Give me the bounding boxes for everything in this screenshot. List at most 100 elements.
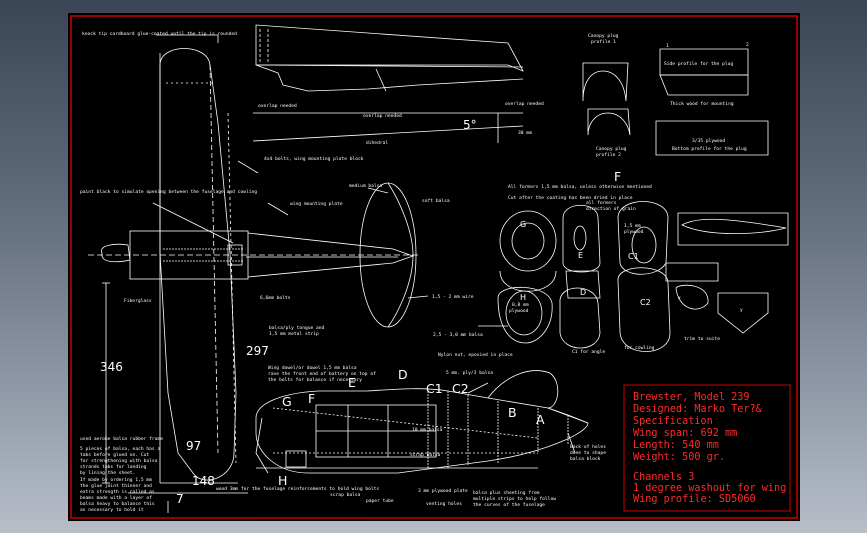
label-sub-9: extra strength is called as bbox=[80, 489, 155, 495]
former-D: D bbox=[580, 288, 586, 297]
label-sub-10: beams made with a layer of bbox=[80, 495, 152, 501]
label-plywood-35: 3/35 plywood bbox=[692, 138, 725, 144]
label-sub-1: used aerobe balsa rubber frame bbox=[80, 436, 163, 442]
label-ply-15b: plywood bbox=[624, 229, 644, 235]
title-line-6: Weight: 500 gr. bbox=[633, 452, 725, 463]
label-tongue-2: 1,5 mm metal strip bbox=[269, 331, 319, 337]
label-wing-dowel-1: Wing dowel/or dowel 1,5 mm balsa bbox=[268, 365, 357, 371]
former-H: H bbox=[520, 293, 526, 302]
label-formers-4: direction of grain bbox=[586, 206, 636, 212]
label-thick-wood: Thick wood for mounting bbox=[670, 101, 734, 107]
label-wire: 1,5 - 2 mm wire bbox=[432, 294, 474, 300]
label-medium-balsa: medium balsa bbox=[349, 183, 382, 189]
label-overlap-3: overlap needed bbox=[505, 101, 544, 107]
label-canopy-plug-1b: profile 1 bbox=[591, 39, 616, 45]
label-wing-block-2: wood 3mm for the fuselage reinforcements… bbox=[216, 486, 379, 492]
dim-346: 346 bbox=[100, 360, 123, 374]
fuselage-side-view bbox=[255, 370, 589, 474]
label-scrap-balsa: scrap balsa bbox=[410, 452, 441, 458]
label-sub-7: If made by ordering 1,5 mm bbox=[80, 477, 152, 483]
label-venting: venting holes bbox=[426, 501, 462, 507]
label-canopy-plug-1: Canopy plug bbox=[588, 33, 619, 39]
wing-planform bbox=[156, 34, 237, 483]
label-fiberglass: Fiberglass bbox=[124, 298, 152, 304]
formers bbox=[497, 201, 789, 352]
former-G: G bbox=[520, 220, 526, 229]
station-C1: C1 bbox=[426, 381, 443, 396]
former-y: y bbox=[740, 308, 743, 313]
label-tail-holes-3: balsa block bbox=[570, 456, 601, 462]
red-border bbox=[70, 15, 798, 519]
title-line-9: Wing profile: SD5060 bbox=[633, 494, 756, 505]
former-x: x bbox=[678, 296, 681, 301]
title-line-8: 1 degree washout for wing bbox=[633, 483, 786, 494]
title-line-2: Designed: Marko Ter?& bbox=[633, 404, 763, 415]
former-F: F bbox=[614, 169, 621, 184]
label-ply-15: 1,5 mm bbox=[624, 223, 641, 229]
label-side-profile: Side profile for the plug bbox=[664, 61, 733, 67]
title-line-5: Length: 540 mm bbox=[633, 440, 719, 451]
station-D: D bbox=[398, 367, 408, 382]
station-G: G bbox=[282, 394, 292, 409]
label-h-ply2: plywood bbox=[509, 308, 529, 314]
label-mount-bolts: 4x4 bolts, wing mounting plate block bbox=[264, 156, 364, 162]
wing-front-view bbox=[252, 24, 524, 143]
label-formers-1: All formers 1,5 mm balsa, unless otherwi… bbox=[508, 184, 652, 190]
label-top-note: knock tip cardboard glue-coated until th… bbox=[82, 31, 237, 37]
label-wing-dowel-2: rave the front end of battery on top of bbox=[268, 371, 376, 377]
dim-148: 148 bbox=[192, 474, 215, 488]
canopy-plug-profiles bbox=[582, 48, 769, 156]
fuselage-top-view bbox=[88, 230, 418, 280]
label-sheeting-1: balsa plus sheeting from bbox=[473, 490, 540, 496]
label-soft-balsa: soft balsa bbox=[422, 198, 450, 204]
label-c1-angle: C1 for angle bbox=[572, 349, 605, 355]
label-mounting-plate: wing mounting plate bbox=[290, 201, 343, 207]
drawing-sheet: knock tip cardboard glue-coated until th… bbox=[68, 13, 800, 521]
label-6mm-bolts: 6,6mm bolts bbox=[260, 295, 291, 301]
label-tail-holes-1: Back of holes bbox=[570, 444, 606, 450]
label-sub-11: balsa heavy to balance this bbox=[80, 501, 155, 507]
label-canopy-plug-2: Canopy plug bbox=[596, 146, 627, 152]
label-10mm-balsa: 10 mm balsa bbox=[412, 427, 443, 433]
label-sub-3: tabs before glued on. Cut bbox=[80, 452, 149, 458]
label-sub-4: for strengthening with balsa bbox=[80, 458, 158, 464]
title-line-4: Wing span: 692 mm bbox=[633, 428, 737, 439]
former-C1: C1 bbox=[628, 252, 639, 261]
station-E: E bbox=[348, 375, 356, 390]
station-H: H bbox=[278, 473, 287, 488]
label-formers-3: all formers bbox=[586, 200, 617, 206]
label-nylon-plate: 3 mm plywood plate bbox=[418, 488, 468, 494]
label-tongue-1: balsa/ply tongue and bbox=[269, 325, 325, 331]
fuselage-side-section bbox=[246, 182, 417, 328]
label-sub-5: strands tabs for landing bbox=[80, 464, 147, 470]
label-scrap-balsa-2: scrap balsa bbox=[330, 492, 361, 498]
label-nylon-nut: Nylon nut, epoxied in place bbox=[438, 352, 513, 358]
dim-97: 97 bbox=[186, 439, 201, 453]
title-line-7: Channels 3 bbox=[633, 472, 694, 483]
station-C2: C2 bbox=[452, 381, 469, 396]
label-30mm: 30 mm bbox=[518, 130, 532, 136]
label-sub-6: by lining the sheet. bbox=[80, 470, 135, 476]
label-canopy-plug-2b: profile 2 bbox=[596, 152, 621, 158]
title-line-3: Specification bbox=[633, 416, 713, 427]
label-wing-dowel-3: the bolts for balance if necessary bbox=[268, 377, 362, 383]
label-n1: 1 bbox=[666, 43, 669, 49]
label-formers-2: Cut after the coating has been dried in … bbox=[508, 195, 633, 201]
title-line-1: Brewster, Model 239 bbox=[633, 392, 750, 403]
label-tail-holes-2: done to shape bbox=[570, 450, 606, 456]
station-A: A bbox=[536, 412, 545, 427]
label-balsa-25: 2,5 - 3,0 mm balsa bbox=[433, 332, 483, 338]
dim-297: 297 bbox=[246, 344, 269, 358]
former-C2: C2 bbox=[640, 298, 651, 307]
label-ply-5mm: 5 mm. ply/3 balsa bbox=[446, 370, 493, 376]
label-trim: trim to suite bbox=[684, 336, 720, 342]
label-dihedral: dihedral bbox=[366, 140, 388, 146]
station-B: B bbox=[508, 405, 517, 420]
drawing-annotations: knock tip cardboard glue-coated until th… bbox=[80, 31, 749, 513]
label-cowling: for cowling bbox=[624, 345, 655, 351]
label-sub-12: as necessary to hold it bbox=[80, 507, 144, 513]
label-bottom-profile: Bottom profile for the plug bbox=[672, 146, 747, 152]
label-sheeting-3: the curves of the fuselage bbox=[473, 502, 545, 508]
label-sheeting-2: multiple strips to help follow bbox=[473, 496, 556, 502]
label-h-ply: 0,8 mm bbox=[512, 302, 529, 308]
